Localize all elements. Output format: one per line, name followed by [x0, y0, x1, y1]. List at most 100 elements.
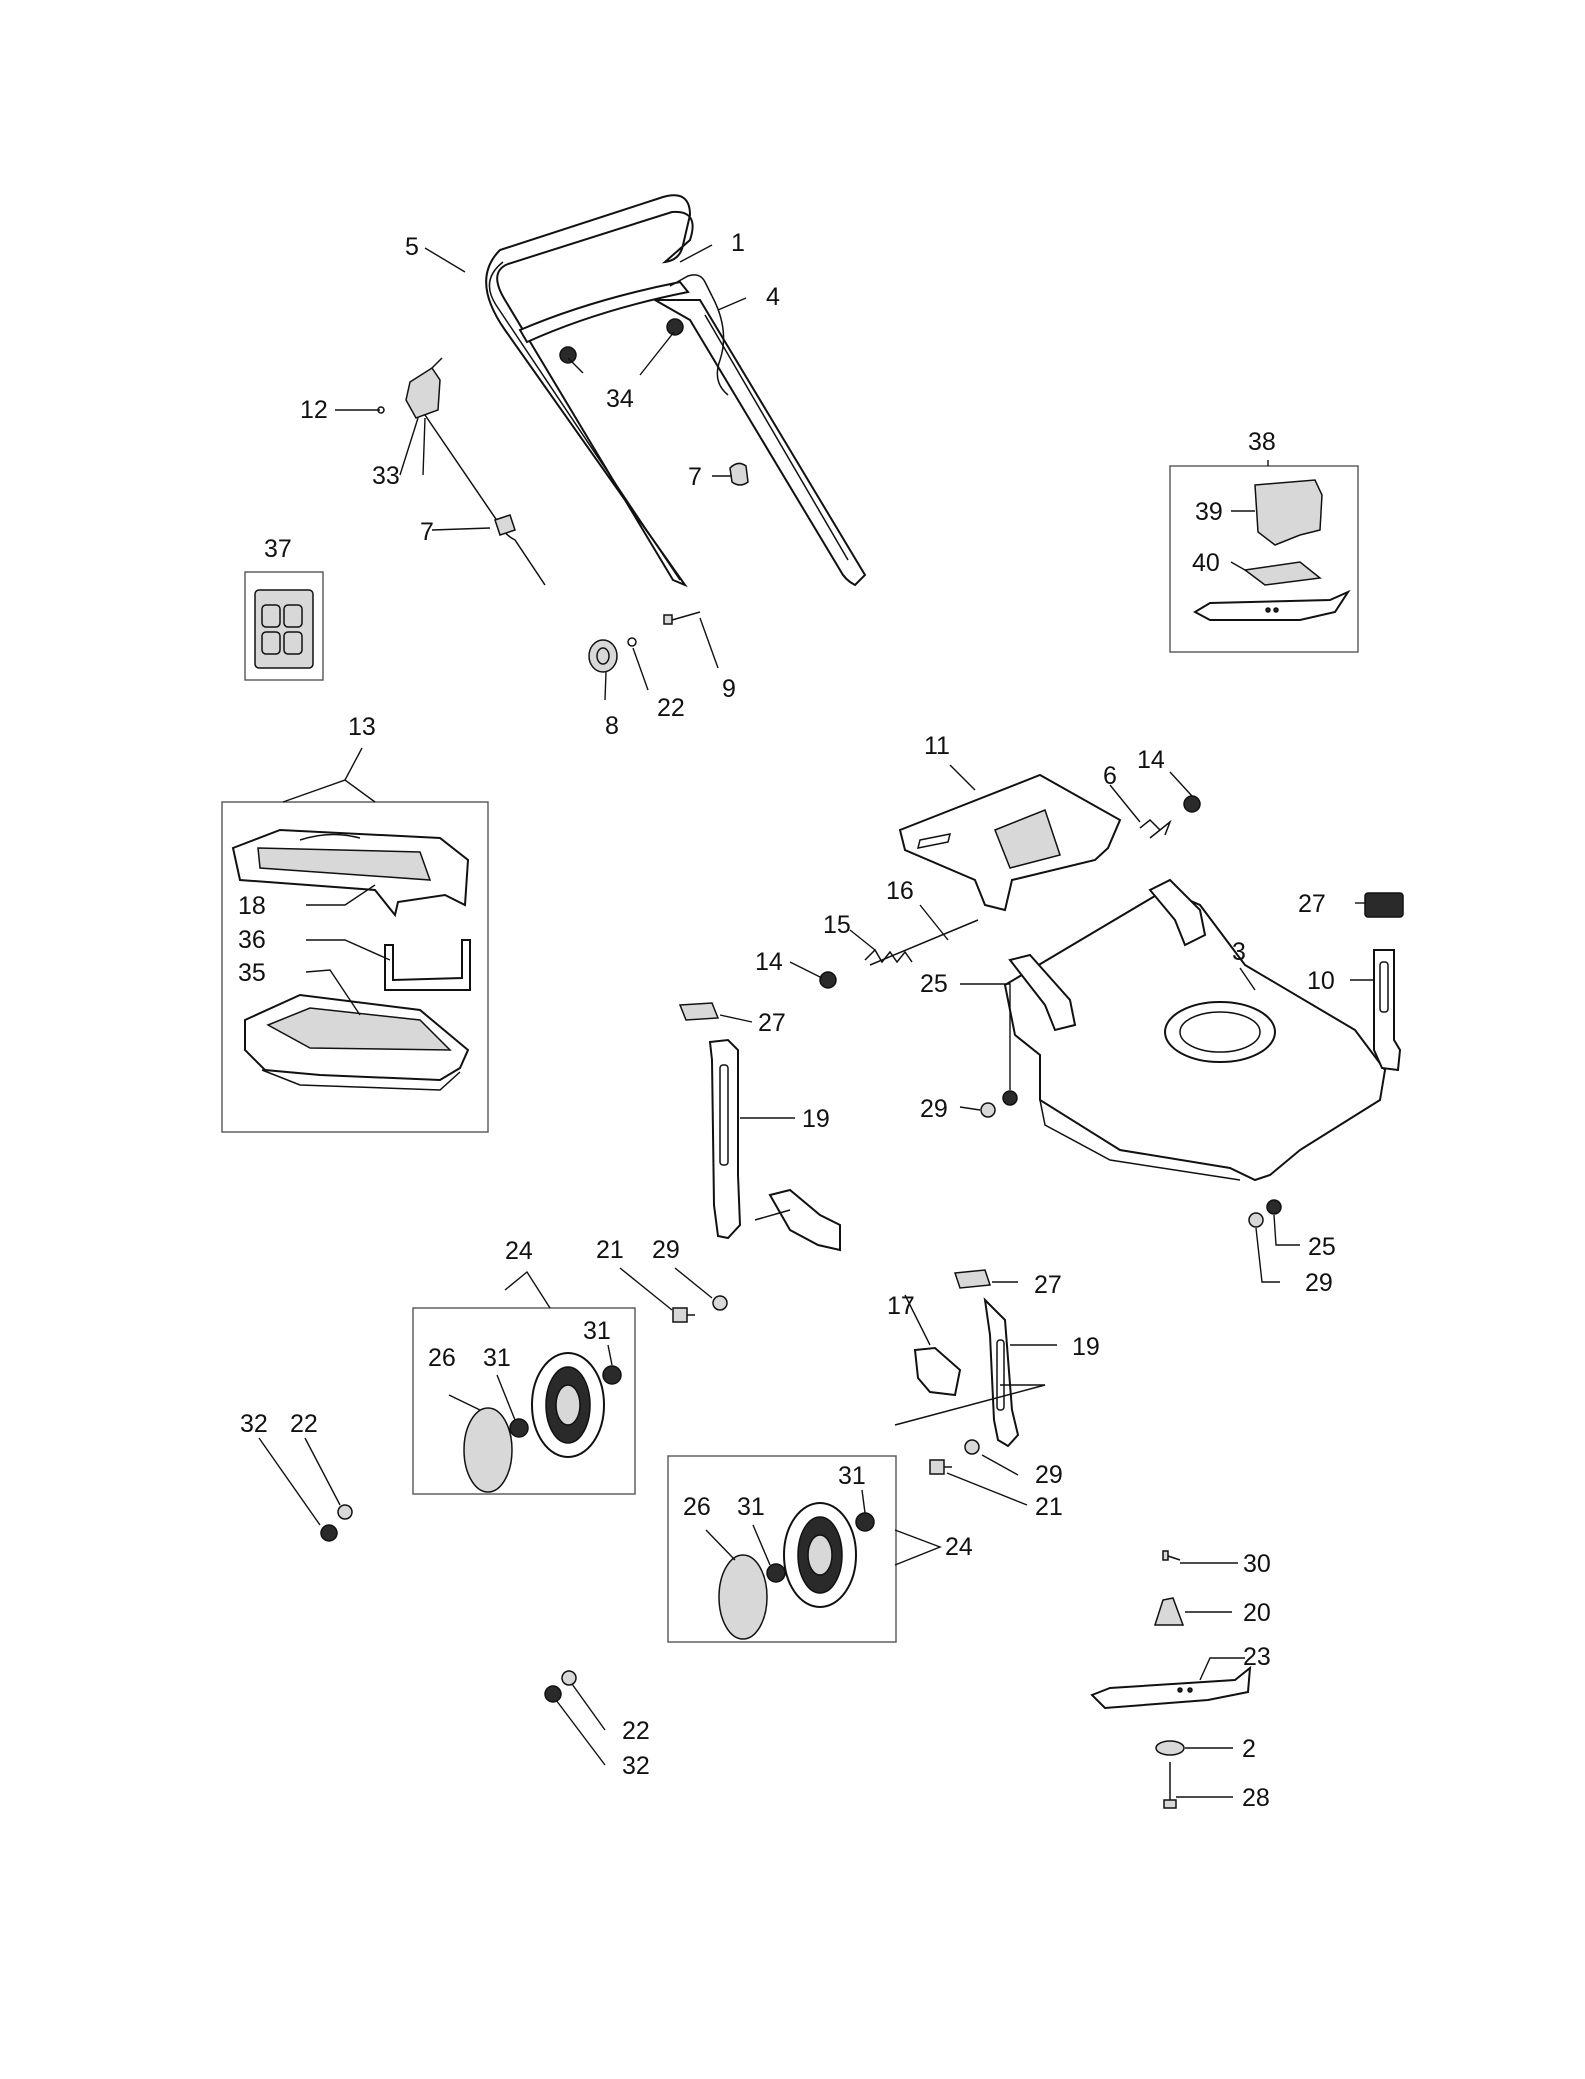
callout-15: 15 — [823, 911, 851, 939]
callout-31c: 31 — [838, 1462, 866, 1490]
callout-16: 16 — [886, 877, 914, 905]
callout-31b: 31 — [483, 1344, 511, 1372]
leader-lines — [258, 244, 1374, 1798]
callout-40: 40 — [1192, 549, 1220, 577]
axle-fasteners — [672, 1295, 980, 1475]
callout-29: 29 — [920, 1095, 948, 1123]
throttle-lever — [405, 366, 441, 419]
callout-34: 34 — [606, 385, 634, 413]
callout-7: 7 — [688, 463, 702, 491]
throttle-lever-assembly — [377, 357, 546, 586]
callout-1: 1 — [731, 229, 745, 257]
deck-engine-port — [1164, 1001, 1276, 1063]
nut — [819, 971, 837, 989]
washer — [627, 637, 637, 647]
handle-knob-left — [559, 346, 577, 364]
height-adjuster-bracket — [1373, 949, 1402, 1072]
decal-sheet — [244, 571, 324, 681]
nut — [1183, 795, 1201, 813]
deck-fasteners — [980, 1090, 1282, 1228]
rear-flap-rod — [869, 919, 979, 966]
callout-30: 30 — [1243, 1550, 1271, 1578]
callout-2: 2 — [1242, 1735, 1256, 1763]
rubber-pad — [678, 1002, 720, 1021]
callout-22c: 22 — [622, 1717, 650, 1745]
callout-6: 6 — [1103, 762, 1117, 790]
callout-35: 35 — [238, 959, 266, 987]
callout-22: 22 — [657, 694, 685, 722]
callout-36: 36 — [238, 926, 266, 954]
bag-frame — [384, 939, 471, 991]
callout-26: 26 — [428, 1344, 456, 1372]
callout-8: 8 — [605, 712, 619, 740]
hubcap — [718, 1554, 768, 1640]
callout-27c: 27 — [1034, 1271, 1062, 1299]
rubber-pad — [953, 1269, 992, 1289]
callout-29b: 29 — [1305, 1269, 1333, 1297]
callout-32b: 32 — [622, 1752, 650, 1780]
cable-clip-small — [494, 514, 516, 536]
blade-washer — [1155, 1740, 1185, 1756]
height-adjuster-bracket — [983, 1297, 1020, 1448]
callout-22b: 22 — [290, 1410, 318, 1438]
cable-clip — [729, 462, 749, 486]
callout-18: 18 — [238, 892, 266, 920]
mulching-blade — [1192, 589, 1351, 621]
callout-32: 32 — [240, 1410, 268, 1438]
callout-14b: 14 — [755, 948, 783, 976]
control-cable — [711, 295, 729, 396]
callout-19b: 19 — [1072, 1333, 1100, 1361]
callout-9: 9 — [722, 675, 736, 703]
handle-knob-right — [666, 318, 684, 336]
callout-11: 11 — [924, 732, 950, 760]
callout-19: 19 — [802, 1105, 830, 1133]
callout-27b: 27 — [758, 1009, 786, 1037]
callout-13: 13 — [348, 713, 376, 741]
height-adjuster-bracket — [708, 1038, 742, 1240]
blade-stack — [1090, 1550, 1252, 1809]
axle-bracket-front — [913, 1346, 962, 1397]
callout-39: 39 — [1195, 498, 1223, 526]
rod-spring — [864, 948, 913, 964]
callout-24: 24 — [505, 1237, 533, 1265]
callout-21b: 21 — [1035, 1493, 1063, 1521]
callout-31d: 31 — [737, 1493, 765, 1521]
handle-knob — [588, 639, 618, 673]
right-height-bracket — [1364, 892, 1404, 1072]
bail-lever — [669, 274, 713, 297]
front-wheel-kit — [667, 1455, 897, 1643]
callout-28: 28 — [1242, 1784, 1270, 1812]
callout-31: 31 — [583, 1317, 611, 1345]
handle-tube — [485, 194, 694, 588]
callout-25: 25 — [920, 970, 948, 998]
torsion-spring — [1139, 818, 1172, 839]
handle-bolt — [671, 611, 701, 621]
callout-24b: 24 — [945, 1533, 973, 1561]
right-height-bracket-front — [953, 1269, 1020, 1448]
callout-7-cable: 7 — [420, 518, 434, 546]
callout-20: 20 — [1243, 1599, 1271, 1627]
callout-29c: 29 — [652, 1236, 680, 1264]
callout-33: 33 — [372, 462, 400, 490]
deck-assembly — [819, 773, 1387, 1182]
callout-12: 12 — [300, 396, 328, 424]
callout-23: 23 — [1243, 1643, 1271, 1671]
callout-37: 37 — [264, 535, 292, 563]
rear-wheel-kit — [412, 1307, 636, 1495]
handle-assembly — [485, 194, 867, 673]
callout-29d: 29 — [1035, 1461, 1063, 1489]
handle-right-arm — [651, 299, 867, 587]
hubcap — [463, 1407, 513, 1493]
rubber-pad — [1364, 892, 1404, 918]
callout-10: 10 — [1307, 967, 1335, 995]
callout-21: 21 — [596, 1236, 624, 1264]
grass-bag-assembly — [221, 801, 489, 1133]
callout-38: 38 — [1248, 428, 1276, 456]
callout-25b: 25 — [1308, 1233, 1336, 1261]
loose-nuts — [320, 1504, 577, 1703]
axle-bracket — [768, 1188, 841, 1252]
blade — [1090, 1665, 1252, 1710]
mulching-plate — [1243, 561, 1322, 586]
callout-27: 27 — [1298, 890, 1326, 918]
